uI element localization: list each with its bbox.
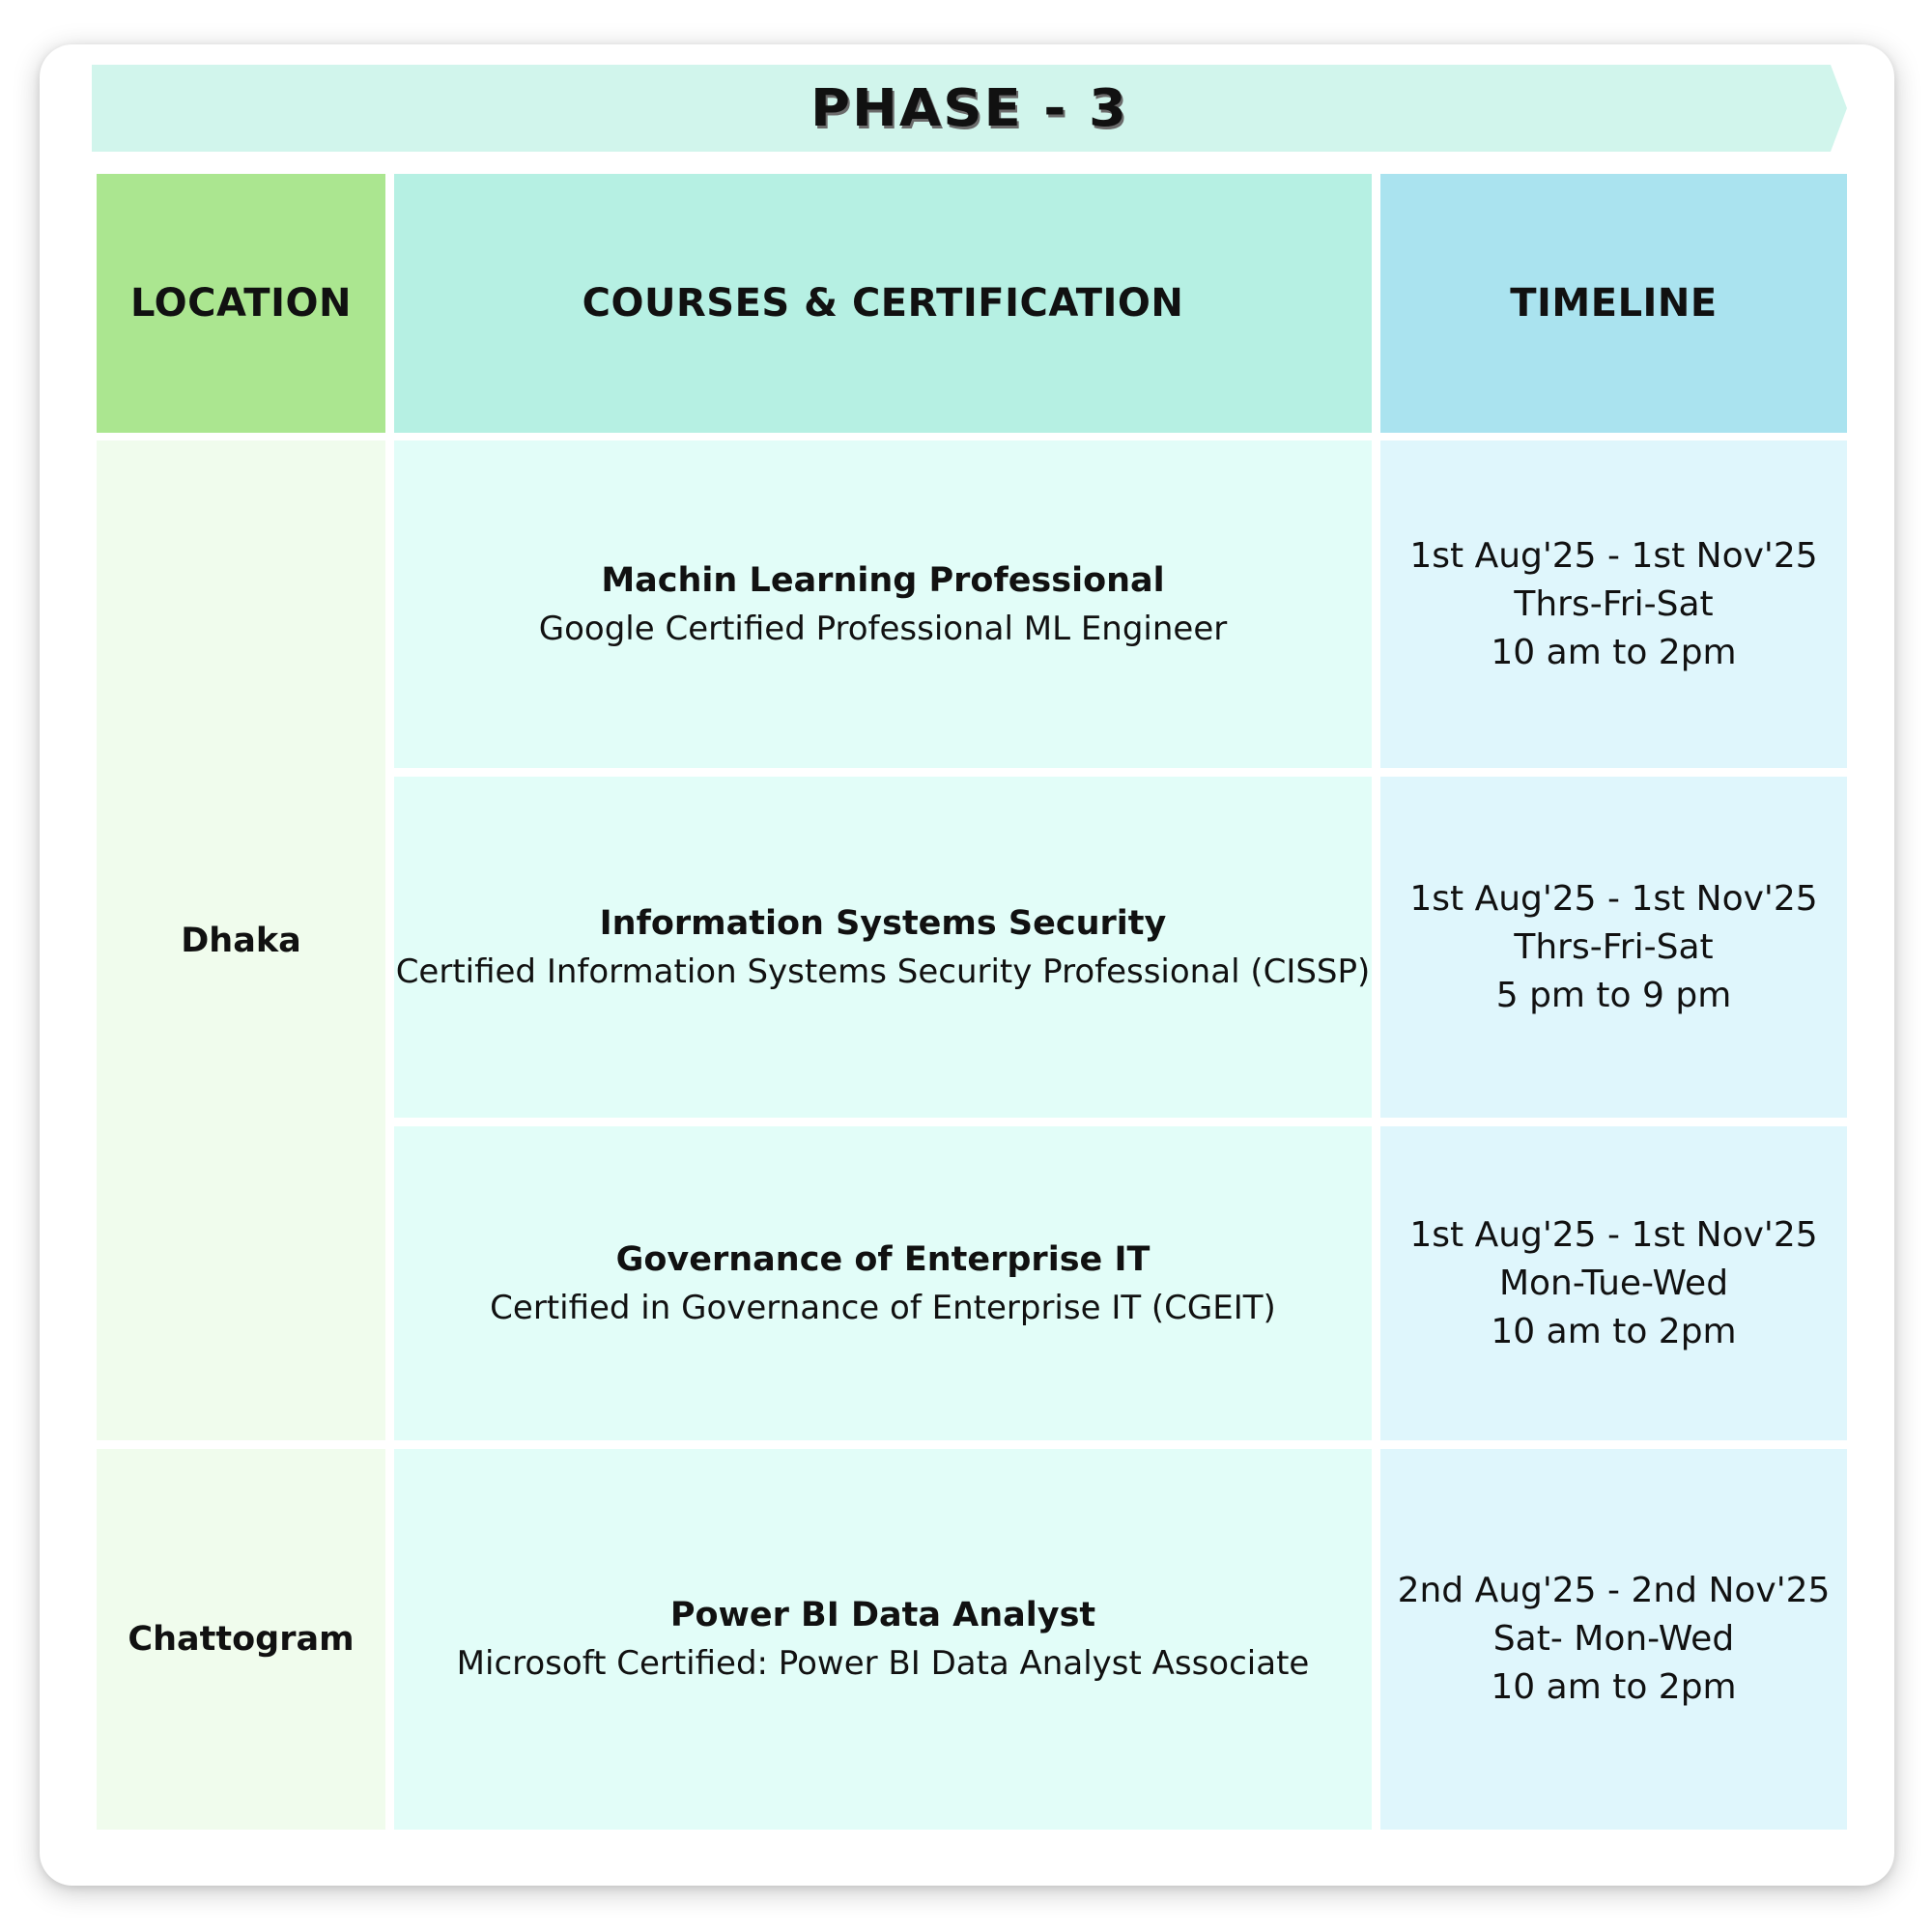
timeline-hours: 10 am to 2pm: [1491, 1667, 1737, 1707]
header-timeline-label: TIMELINE: [1510, 281, 1718, 326]
timeline-days: Mon-Tue-Wed: [1498, 1263, 1729, 1303]
timeline-hours: 10 am to 2pm: [1491, 1311, 1737, 1351]
title-banner: PHASE - 3: [92, 65, 1847, 152]
timeline-dates: 2nd Aug'25 - 2nd Nov'25: [1397, 1571, 1831, 1610]
timeline-dates: 1st Aug'25 - 1st Nov'25: [1409, 535, 1818, 576]
course-title: Governance of Enterprise IT: [615, 1239, 1151, 1279]
timeline-days: Thrs-Fri-Sat: [1514, 583, 1714, 624]
timeline-cell: 1st Aug'25 - 1st Nov'25 Thrs-Fri-Sat 10 …: [1380, 440, 1847, 768]
course-certification: Certified Information Systems Security P…: [395, 952, 1371, 991]
header-location: LOCATION: [97, 174, 385, 433]
course-certification: Google Certified Professional ML Enginee…: [538, 609, 1228, 648]
course-cell: Governance of Enterprise IT Certified in…: [394, 1126, 1372, 1440]
course-title: Information Systems Security: [599, 903, 1167, 943]
timeline-dates: 1st Aug'25 - 1st Nov'25: [1409, 878, 1818, 919]
timeline-days: Thrs-Fri-Sat: [1514, 926, 1714, 967]
timeline-days: Sat- Mon-Wed: [1492, 1619, 1735, 1659]
timeline-cell: 1st Aug'25 - 1st Nov'25 Mon-Tue-Wed 10 a…: [1380, 1126, 1847, 1440]
location-cell-chattogram: Chattogram: [97, 1449, 385, 1830]
timeline-hours: 5 pm to 9 pm: [1495, 975, 1732, 1015]
course-certification: Certified in Governance of Enterprise IT…: [490, 1288, 1276, 1327]
course-cell: Information Systems Security Certified I…: [394, 777, 1372, 1118]
location-label: Dhaka: [181, 921, 301, 960]
timeline-dates: 1st Aug'25 - 1st Nov'25: [1409, 1214, 1818, 1255]
course-cell: Machin Learning Professional Google Cert…: [394, 440, 1372, 768]
course-certification: Microsoft Certified: Power BI Data Analy…: [456, 1644, 1310, 1683]
page-title: PHASE - 3: [810, 78, 1129, 138]
header-courses-label: COURSES & CERTIFICATION: [582, 281, 1184, 326]
timeline-hours: 10 am to 2pm: [1491, 632, 1737, 672]
timeline-cell: 2nd Aug'25 - 2nd Nov'25 Sat- Mon-Wed 10 …: [1380, 1449, 1847, 1830]
course-cell: Power BI Data Analyst Microsoft Certifie…: [394, 1449, 1372, 1830]
course-title: Power BI Data Analyst: [669, 1596, 1096, 1634]
header-location-label: LOCATION: [130, 281, 352, 326]
location-cell-dhaka: Dhaka: [97, 440, 385, 1440]
timeline-cell: 1st Aug'25 - 1st Nov'25 Thrs-Fri-Sat 5 p…: [1380, 777, 1847, 1118]
course-title: Machin Learning Professional: [601, 560, 1165, 600]
location-label: Chattogram: [128, 1620, 355, 1659]
header-courses: COURSES & CERTIFICATION: [394, 174, 1372, 433]
header-timeline: TIMELINE: [1380, 174, 1847, 433]
